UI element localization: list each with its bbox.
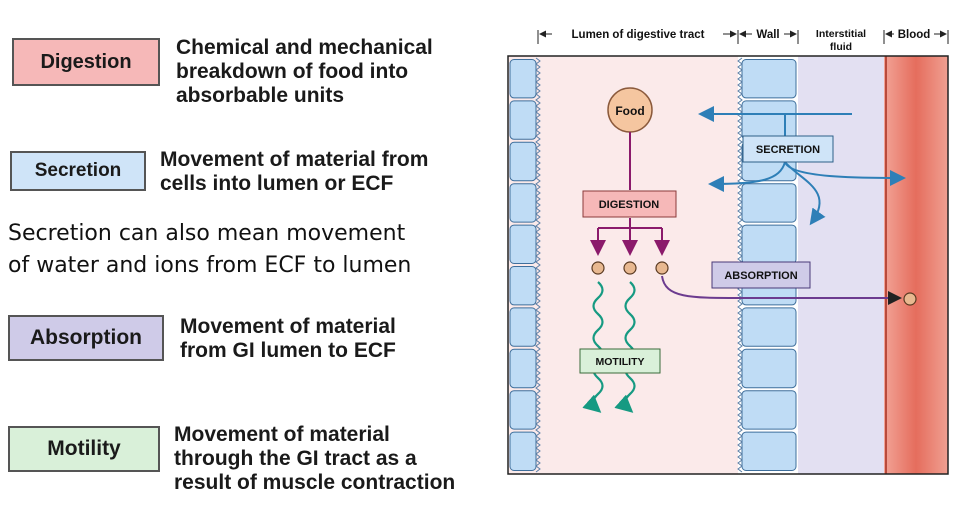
nutrient-particles bbox=[591, 261, 917, 306]
secretion-term-box: Secretion bbox=[10, 151, 146, 191]
digestion-description: Chemical and mechanical breakdown of foo… bbox=[176, 36, 433, 107]
motility-term-box: Motility bbox=[8, 426, 160, 472]
motility-description: Movement of material through the GI trac… bbox=[174, 423, 456, 494]
absorption-label-box: ABSORPTION bbox=[711, 261, 811, 289]
motility-arrow bbox=[582, 281, 604, 413]
absorption-term-label: Absorption bbox=[30, 326, 142, 349]
diagram-border bbox=[507, 55, 949, 475]
epithelial-cell bbox=[509, 307, 537, 347]
epithelial-cell bbox=[741, 224, 797, 265]
absorption-term-box: Absorption bbox=[8, 315, 164, 361]
motility-diagram-label: MOTILITY bbox=[596, 356, 645, 368]
epithelial-cell bbox=[509, 100, 537, 140]
interstitial-region bbox=[798, 56, 884, 474]
secretion-label-box: SECRETION bbox=[742, 135, 834, 163]
left-microvilli bbox=[535, 57, 541, 473]
blood-header-label: Blood bbox=[898, 29, 931, 41]
interstitial-header-label-2: fluid bbox=[830, 41, 852, 53]
epithelial-cell bbox=[741, 100, 797, 140]
nutrient-particle bbox=[623, 261, 637, 275]
epithelial-cell bbox=[741, 307, 797, 347]
lumen-header-label: Lumen of digestive tract bbox=[572, 29, 705, 41]
epithelial-cell bbox=[741, 431, 797, 472]
absorbed-particle bbox=[903, 292, 917, 306]
motility-arrow bbox=[614, 281, 636, 413]
digestion-arrows bbox=[590, 132, 670, 256]
epithelial-cell bbox=[509, 224, 537, 265]
digestion-term-box: Digestion bbox=[12, 38, 160, 86]
epithelial-cell bbox=[741, 348, 797, 389]
absorption-diagram-label: ABSORPTION bbox=[724, 270, 797, 282]
epithelial-cell bbox=[509, 348, 537, 389]
absorption-description: Movement of material from GI lumen to EC… bbox=[180, 315, 396, 362]
secretion-note: Secretion can also mean movement of wate… bbox=[8, 221, 412, 278]
digestion-diagram-label: DIGESTION bbox=[599, 199, 660, 211]
secretion-term-label: Secretion bbox=[34, 160, 122, 181]
secretion-diagram-label: SECRETION bbox=[756, 144, 820, 156]
epithelial-cell bbox=[509, 183, 537, 223]
absorption-arrow bbox=[661, 275, 902, 305]
food-label: Food bbox=[615, 104, 644, 118]
wall-header-label: Wall bbox=[756, 29, 779, 41]
epithelial-cell bbox=[741, 183, 797, 223]
region-header: Lumen of digestive tract Wall Interstiti… bbox=[537, 28, 949, 53]
blood-region bbox=[884, 56, 948, 474]
interstitial-header-label-1: Interstitial bbox=[816, 28, 866, 40]
left-epithelium bbox=[509, 59, 537, 472]
epithelial-cell bbox=[741, 59, 797, 99]
epithelial-cell bbox=[509, 266, 537, 306]
motility-label-box: MOTILITY bbox=[579, 348, 661, 374]
epithelial-cell bbox=[509, 390, 537, 430]
secretion-description: Movement of material from cells into lum… bbox=[160, 148, 429, 195]
secretion-arrows bbox=[698, 106, 906, 226]
digestion-term-label: Digestion bbox=[40, 50, 132, 73]
epithelial-cell bbox=[509, 141, 537, 182]
nutrient-particle bbox=[655, 261, 669, 275]
digestion-label-box: DIGESTION bbox=[582, 190, 677, 218]
epithelial-cell bbox=[741, 390, 797, 430]
motility-term-label: Motility bbox=[47, 437, 121, 460]
epithelial-cell bbox=[509, 431, 537, 472]
nutrient-particle bbox=[591, 261, 605, 275]
epithelial-cell bbox=[509, 59, 537, 99]
